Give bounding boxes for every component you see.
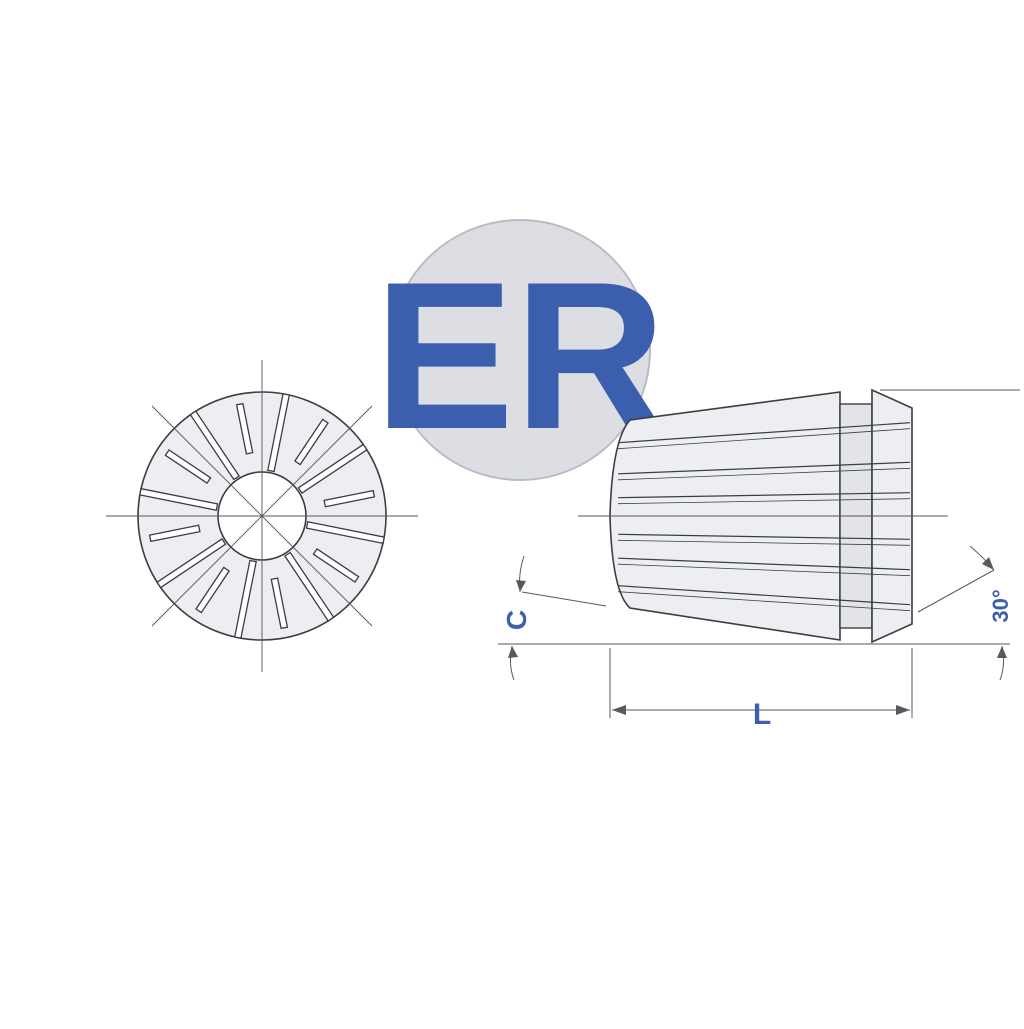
side-slot-line: [617, 557, 911, 571]
front-slot: [312, 548, 360, 583]
badge-circle: [389, 219, 651, 481]
front-slot: [270, 577, 289, 630]
front-slot: [233, 559, 257, 639]
l-arrow-left: [612, 705, 626, 715]
front-slot: [323, 489, 376, 508]
side-slot-line: [617, 422, 911, 444]
front-slot: [283, 551, 335, 622]
front-centerline-diagonal-b: [151, 405, 373, 627]
side-slot-edge: [617, 467, 911, 481]
side-slot-line: [617, 461, 911, 475]
dimensions: L C 30°: [498, 389, 1020, 731]
c-arrow-bottom: [508, 646, 518, 658]
front-slot: [189, 410, 241, 481]
side-slot-edge: [617, 428, 911, 450]
c-extension: [521, 591, 607, 607]
front-slot: [305, 521, 385, 545]
side-slot-line: [617, 533, 911, 540]
side-slot-edge: [617, 539, 911, 546]
angle-extension: [917, 569, 995, 613]
side-slots: [617, 422, 911, 612]
collet-side-view: [578, 388, 948, 644]
front-slot: [148, 524, 201, 543]
front-slot: [267, 393, 291, 473]
front-slot: [294, 418, 329, 466]
side-slot-line: [617, 585, 911, 606]
front-slot: [156, 537, 227, 589]
angle-label: 30°: [988, 589, 1013, 622]
l-label: L: [753, 698, 771, 731]
front-slot: [139, 487, 219, 511]
angle-arrow-top: [982, 557, 994, 570]
front-slot: [297, 443, 368, 495]
side-slot-edge: [617, 563, 911, 577]
front-slots: [139, 393, 385, 639]
l-arrow-right: [896, 705, 910, 715]
front-centerlines: [106, 360, 418, 672]
angle-arrow-bottom: [997, 646, 1007, 658]
c-arrow-top: [516, 580, 526, 592]
badge-text: ER: [374, 238, 666, 473]
collet-front-view: [106, 360, 418, 672]
side-slot-line: [617, 492, 911, 499]
front-slot: [164, 449, 212, 484]
side-slot-edge: [617, 498, 911, 505]
front-slot: [235, 402, 254, 455]
er-badge: ER: [374, 219, 666, 481]
c-label: C: [501, 610, 532, 630]
front-slot: [195, 566, 230, 614]
side-slot-edge: [617, 591, 911, 612]
